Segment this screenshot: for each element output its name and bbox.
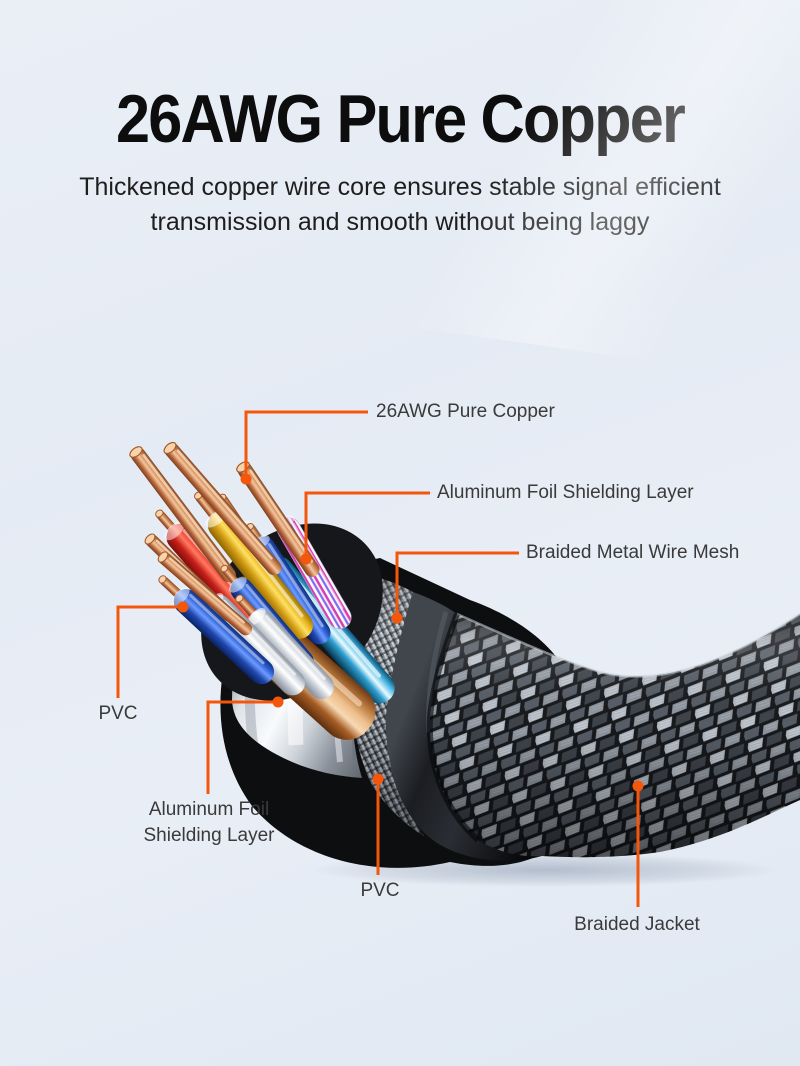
callout-aluminum-foil-bottom: [206, 696, 284, 794]
wire-bundle: [129, 441, 395, 740]
pvc-jacket-layer: [385, 592, 542, 861]
page-title: 26AWG Pure Copper: [116, 81, 686, 157]
callout-braided-mesh: [391, 551, 519, 624]
label-26awg-pure-copper: 26AWG Pure Copper: [376, 401, 555, 422]
pvc-jacket-edge: [426, 612, 480, 843]
callout-copper-core: [240, 410, 368, 485]
subtitle-line-1: Thickened copper wire core ensures stabl…: [79, 173, 721, 201]
wire-white: [235, 594, 335, 700]
label-pvc-bottom: PVC: [360, 880, 400, 901]
label-braided-jacket: Braided Jacket: [574, 914, 700, 935]
callout-aluminum-foil-top: [300, 491, 430, 565]
callout-lines: [116, 410, 644, 907]
metal-mesh-shading: [352, 576, 424, 836]
wire-bare-copper: [129, 446, 236, 583]
label-foil-bottom-line-1: Aluminum Foil: [148, 799, 270, 820]
label-aluminum-foil-shielding-layer-top: Aluminum Foil Shielding Layer: [437, 482, 694, 503]
subtitle-line-2: transmission and smooth without being la…: [150, 208, 650, 236]
callout-pvc-bottom: [372, 773, 384, 875]
label-braided-metal-wire-mesh: Braided Metal Wire Mesh: [526, 542, 740, 563]
callout-pvc-left: [116, 601, 189, 698]
wire-blue-pvc: [158, 575, 275, 685]
label-pvc-left: PVC: [98, 703, 138, 724]
wire-bare-copper: [163, 441, 282, 576]
braided-jacket-rim-highlight: [456, 612, 800, 678]
label-foil-bottom-line-2: Shielding Layer: [143, 825, 275, 846]
wire-bare-copper: [157, 551, 253, 636]
braided-jacket-shading: [429, 614, 800, 858]
cable-body: [129, 441, 800, 868]
page-subtitle: Thickened copper wire core ensures stabl…: [0, 170, 800, 240]
callout-braided-jacket: [632, 780, 644, 907]
